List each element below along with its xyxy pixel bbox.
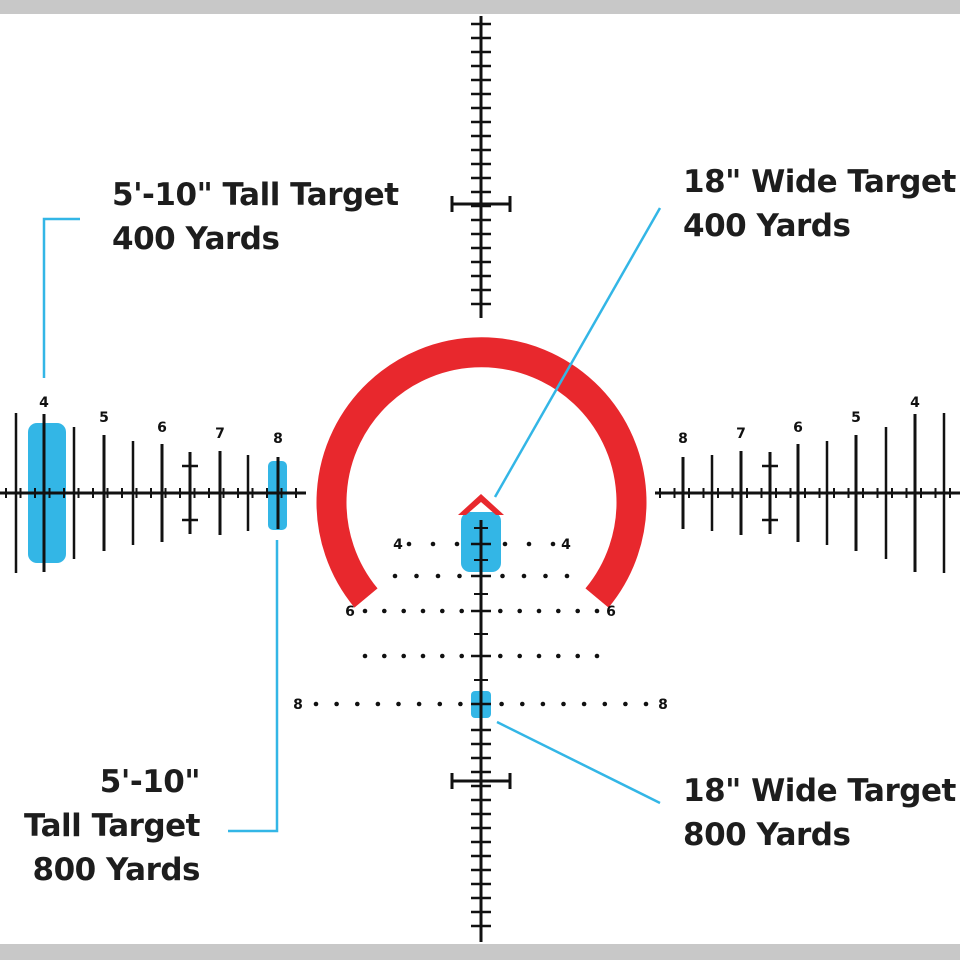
bdc-dot <box>498 653 503 659</box>
bdc-dot <box>440 608 445 614</box>
bdc-row-6-left-label: 6 <box>345 604 355 620</box>
label-tall-target-800: 5'-10" Tall Target 800 Yards <box>20 760 201 892</box>
bdc-dot <box>520 701 525 707</box>
stadia-left-6-label: 6 <box>157 420 167 436</box>
bdc-row-8-right-label: 8 <box>658 697 668 713</box>
horseshoe-ring <box>316 337 647 608</box>
bdc-dot <box>430 541 436 547</box>
label-wide-400-line2: 400 Yards <box>683 208 851 244</box>
bottom-border <box>0 944 960 960</box>
top-border <box>0 0 960 14</box>
stadia-left-5-label: 5 <box>99 410 109 426</box>
bdc-dot <box>459 653 465 659</box>
bdc-dot <box>623 701 628 707</box>
bdc-dot <box>517 653 522 659</box>
stadia-left-7-label: 7 <box>215 426 225 442</box>
bdc-dot <box>502 541 508 547</box>
bdc-row-4-left-label: 4 <box>393 537 403 553</box>
bdc-dot <box>401 653 407 659</box>
label-tall-400-line2: 400 Yards <box>112 221 280 257</box>
stadia-right-4-label: 4 <box>910 395 920 411</box>
stadia-left-8-label: 8 <box>273 431 283 447</box>
bdc-dot <box>581 701 587 707</box>
label-tall-800-line1: 5'-10" <box>99 764 201 800</box>
label-wide-800-line1: 18" Wide Target <box>683 773 956 809</box>
bdc-dot <box>392 573 398 579</box>
bdc-row-6-right-label: 6 <box>606 604 616 620</box>
stadia-right-6-label: 6 <box>793 420 803 436</box>
bdc-dot <box>420 608 426 614</box>
leader-tall-800 <box>228 540 279 833</box>
bdc-dot <box>334 701 339 707</box>
bdc-dot <box>440 653 445 659</box>
bdc-dot <box>517 608 522 614</box>
stadia-right-8-label: 8 <box>678 431 688 447</box>
bdc-dot <box>437 701 443 707</box>
leader-wide-800 <box>496 720 661 805</box>
bdc-dot <box>458 701 463 707</box>
bdc-dot <box>420 653 426 659</box>
bdc-dot <box>602 701 608 707</box>
bdc-dot <box>396 701 401 707</box>
label-wide-target-400: 18" Wide Target 400 Yards <box>683 160 956 248</box>
bdc-dot <box>556 653 561 659</box>
bdc-dot <box>564 573 570 579</box>
bdc-dot <box>526 541 532 547</box>
leader-tall-400 <box>42 217 80 378</box>
bdc-dot <box>406 541 412 547</box>
bdc-dot <box>536 653 542 659</box>
stadia-left-4-label: 4 <box>39 395 49 411</box>
bdc-dot <box>459 608 465 614</box>
stadia-right-5-label: 5 <box>851 410 861 426</box>
bdc-dot <box>561 701 566 707</box>
bdc-dot <box>594 608 600 614</box>
bdc-row-8-left-label: 8 <box>293 697 303 713</box>
bdc-dot <box>355 701 360 707</box>
bdc-dot <box>416 701 422 707</box>
stadia-right-7-label: 7 <box>736 426 746 442</box>
bdc-dot <box>362 653 368 659</box>
label-wide-400-line1: 18" Wide Target <box>683 164 956 200</box>
bdc-dot <box>643 701 649 707</box>
bdc-dot <box>540 701 546 707</box>
bdc-dot <box>454 541 460 547</box>
bdc-dot <box>575 653 580 659</box>
label-tall-800-line3: 800 Yards <box>32 852 201 888</box>
label-tall-400-line1: 5'-10" Tall Target <box>112 177 399 213</box>
bdc-dot <box>435 573 441 579</box>
label-wide-800-line2: 800 Yards <box>683 817 851 853</box>
label-tall-800-line2: Tall Target <box>23 808 201 844</box>
label-wide-target-800: 18" Wide Target 800 Yards <box>683 769 956 857</box>
bdc-dot <box>543 573 548 579</box>
bdc-dot <box>536 608 542 614</box>
bdc-dot <box>550 541 556 547</box>
bdc-dot <box>594 653 600 659</box>
aim-chevron <box>458 494 504 515</box>
label-tall-target-400: 5'-10" Tall Target 400 Yards <box>112 173 399 261</box>
bdc-dot <box>382 653 387 659</box>
bdc-row-4-right-label: 4 <box>561 537 571 553</box>
bdc-dot <box>457 573 462 579</box>
bdc-dot <box>382 608 387 614</box>
leader-wide-400 <box>493 207 662 498</box>
bdc-dot <box>575 608 580 614</box>
bdc-dot <box>500 573 505 579</box>
bdc-dot <box>414 573 419 579</box>
bdc-dot <box>499 701 504 707</box>
bdc-dot <box>313 701 319 707</box>
bdc-dot <box>401 608 407 614</box>
bdc-dot <box>521 573 527 579</box>
bdc-dot <box>556 608 561 614</box>
bdc-dot <box>498 608 503 614</box>
bdc-dot <box>375 701 381 707</box>
bdc-dot <box>362 608 368 614</box>
